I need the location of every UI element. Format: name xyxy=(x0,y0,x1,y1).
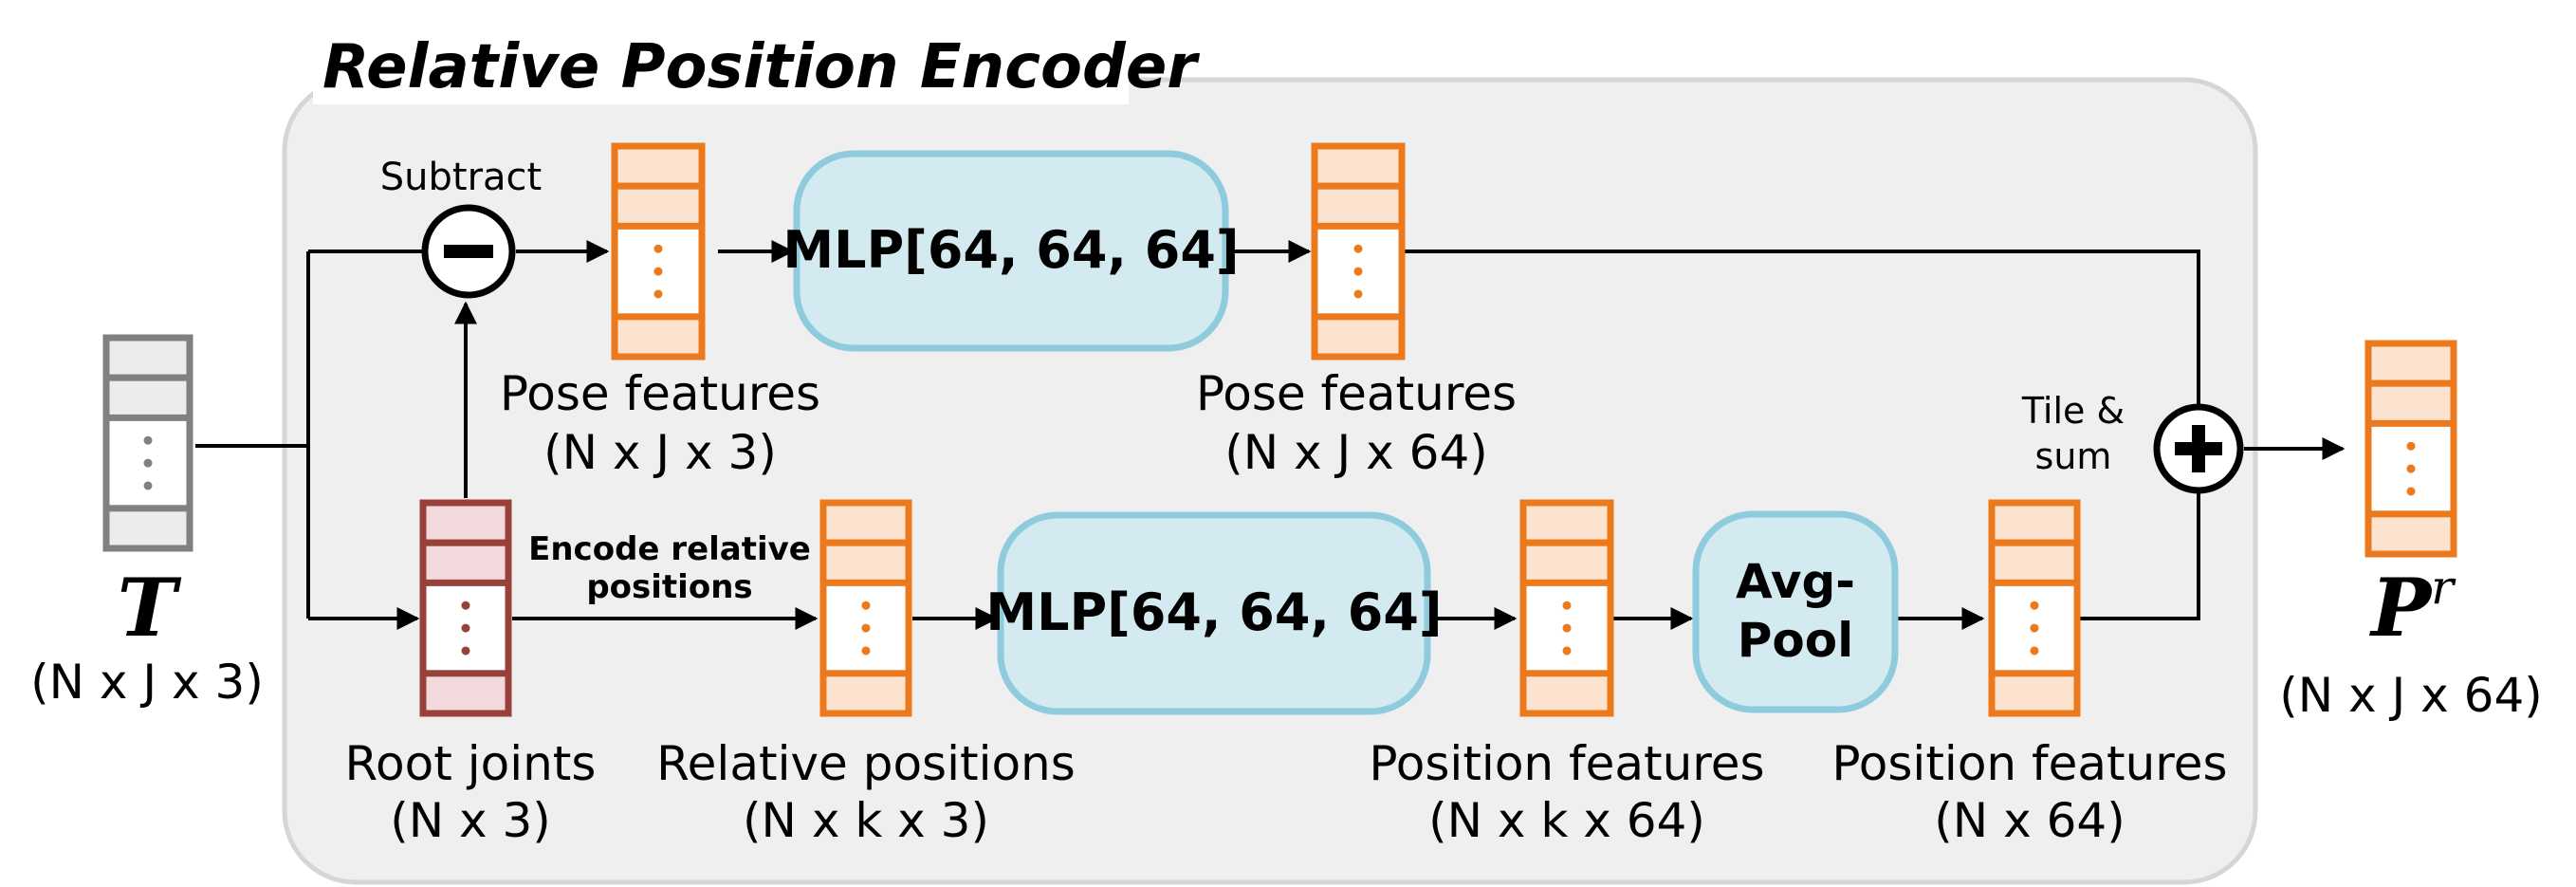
mlp-top-label: MLP[64, 64, 64] xyxy=(782,220,1239,280)
output-superscript: r xyxy=(2431,560,2456,615)
pose-in-name: Pose features xyxy=(500,366,820,421)
posfeat-shape: (N x k x 64) xyxy=(1428,793,1705,848)
root-name: Root joints xyxy=(345,736,597,791)
pose-in-shape: (N x J x 3) xyxy=(543,425,777,480)
panel-title: Relative Position Encoder xyxy=(322,32,1200,102)
pose-out-name: Pose features xyxy=(1196,366,1517,421)
tile-sum-label-line2: sum xyxy=(2035,435,2112,477)
root-shape: (N x 3) xyxy=(390,793,551,848)
mlp-top-block xyxy=(793,150,1229,352)
mlp-bottom-label: MLP[64, 64, 64] xyxy=(985,582,1442,642)
posfeat2-shape: (N x 64) xyxy=(1934,793,2125,848)
pose-features-stack xyxy=(611,142,706,360)
mlp-bottom-block xyxy=(997,511,1431,715)
pose-features-64-stack xyxy=(1311,142,1406,360)
input-tensor-stack xyxy=(102,334,193,552)
encode-label-line2: positions xyxy=(586,568,752,606)
input-symbol: T xyxy=(118,561,182,655)
minus-icon xyxy=(444,245,493,258)
pooled-position-features-stack xyxy=(1988,499,2081,717)
output-symbol: Pr xyxy=(2369,560,2456,655)
output-shape: (N x J x 64) xyxy=(2279,668,2543,723)
tile-sum-operator xyxy=(2153,403,2244,494)
avgpool-label-line2: Pool xyxy=(1738,613,1854,668)
posfeat2-name: Position features xyxy=(1831,736,2227,791)
relative-positions-stack xyxy=(819,499,912,717)
position-features-stack xyxy=(1519,499,1614,717)
output-tensor-stack xyxy=(2364,340,2457,558)
posfeat-name: Position features xyxy=(1369,736,1764,791)
encode-label-line1: Encode relative xyxy=(528,530,811,568)
avgpool-block xyxy=(1692,510,1899,713)
avgpool-label-line1: Avg- xyxy=(1736,554,1855,609)
rel-shape: (N x k x 3) xyxy=(743,793,989,848)
rel-name: Relative positions xyxy=(656,736,1076,791)
subtract-operator xyxy=(421,204,516,299)
tile-sum-label-line1: Tile & xyxy=(2021,390,2125,432)
pose-out-shape: (N x J x 64) xyxy=(1224,425,1488,480)
subtract-label: Subtract xyxy=(380,156,542,199)
connections xyxy=(195,240,2346,630)
labels: Pose features (N x J x 3) Pose features … xyxy=(345,366,2228,848)
root-joints-stack xyxy=(419,499,512,717)
input-shape: (N x J x 3) xyxy=(30,655,264,710)
